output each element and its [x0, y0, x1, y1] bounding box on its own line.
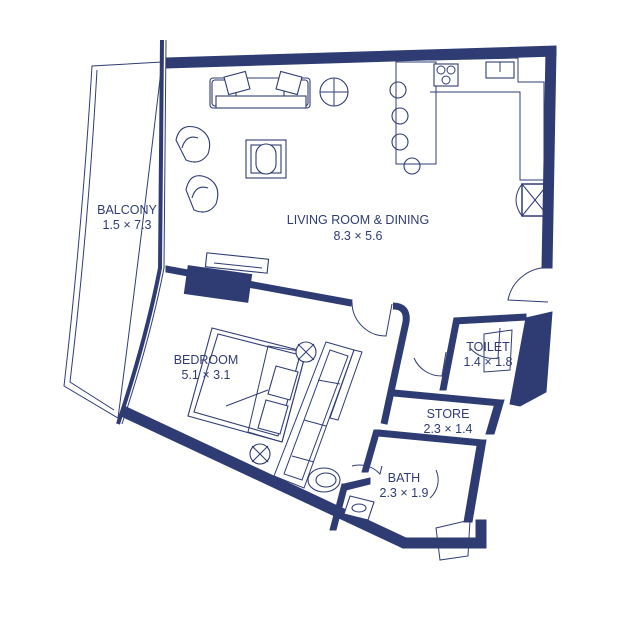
sofa	[209, 70, 311, 109]
kitchen-island	[395, 61, 437, 165]
room-bedroom-size: 5.1 × 3.1	[182, 368, 231, 382]
room-living-name: LIVING ROOM & DINING	[287, 213, 429, 227]
wardrobe	[273, 341, 355, 489]
bar-stools	[389, 81, 421, 175]
room-toilet-size: 1.4 × 1.8	[464, 355, 513, 369]
room-toilet-name: TOILET	[466, 340, 510, 354]
doors	[351, 267, 553, 499]
room-bath-size: 2.3 × 1.9	[380, 486, 429, 500]
balcony-area	[63, 39, 167, 425]
fridge	[515, 183, 549, 217]
interior-walls	[165, 265, 527, 531]
room-bath-name: BATH	[388, 471, 420, 485]
hall-wall	[329, 349, 363, 421]
bath-fixtures	[307, 467, 471, 561]
room-bedroom-name: BEDROOM	[174, 353, 239, 367]
room-balcony-name: BALCONY	[97, 203, 157, 217]
bedside-lamps	[249, 341, 317, 465]
room-balcony-size: 1.5 × 7.3	[103, 218, 152, 232]
tv-unit	[204, 252, 270, 274]
room-store-name: STORE	[427, 407, 470, 421]
balcony-glazing	[116, 39, 164, 425]
side-table	[319, 77, 349, 107]
toilet-fixtures	[483, 329, 513, 373]
exterior-walls	[120, 45, 557, 549]
bed	[187, 327, 307, 443]
kitchen-counter	[429, 57, 545, 181]
coffee-table	[245, 139, 287, 179]
armchairs	[175, 125, 219, 213]
room-living-size: 8.3 × 5.6	[334, 229, 383, 243]
room-store-size: 2.3 × 1.4	[424, 422, 473, 436]
